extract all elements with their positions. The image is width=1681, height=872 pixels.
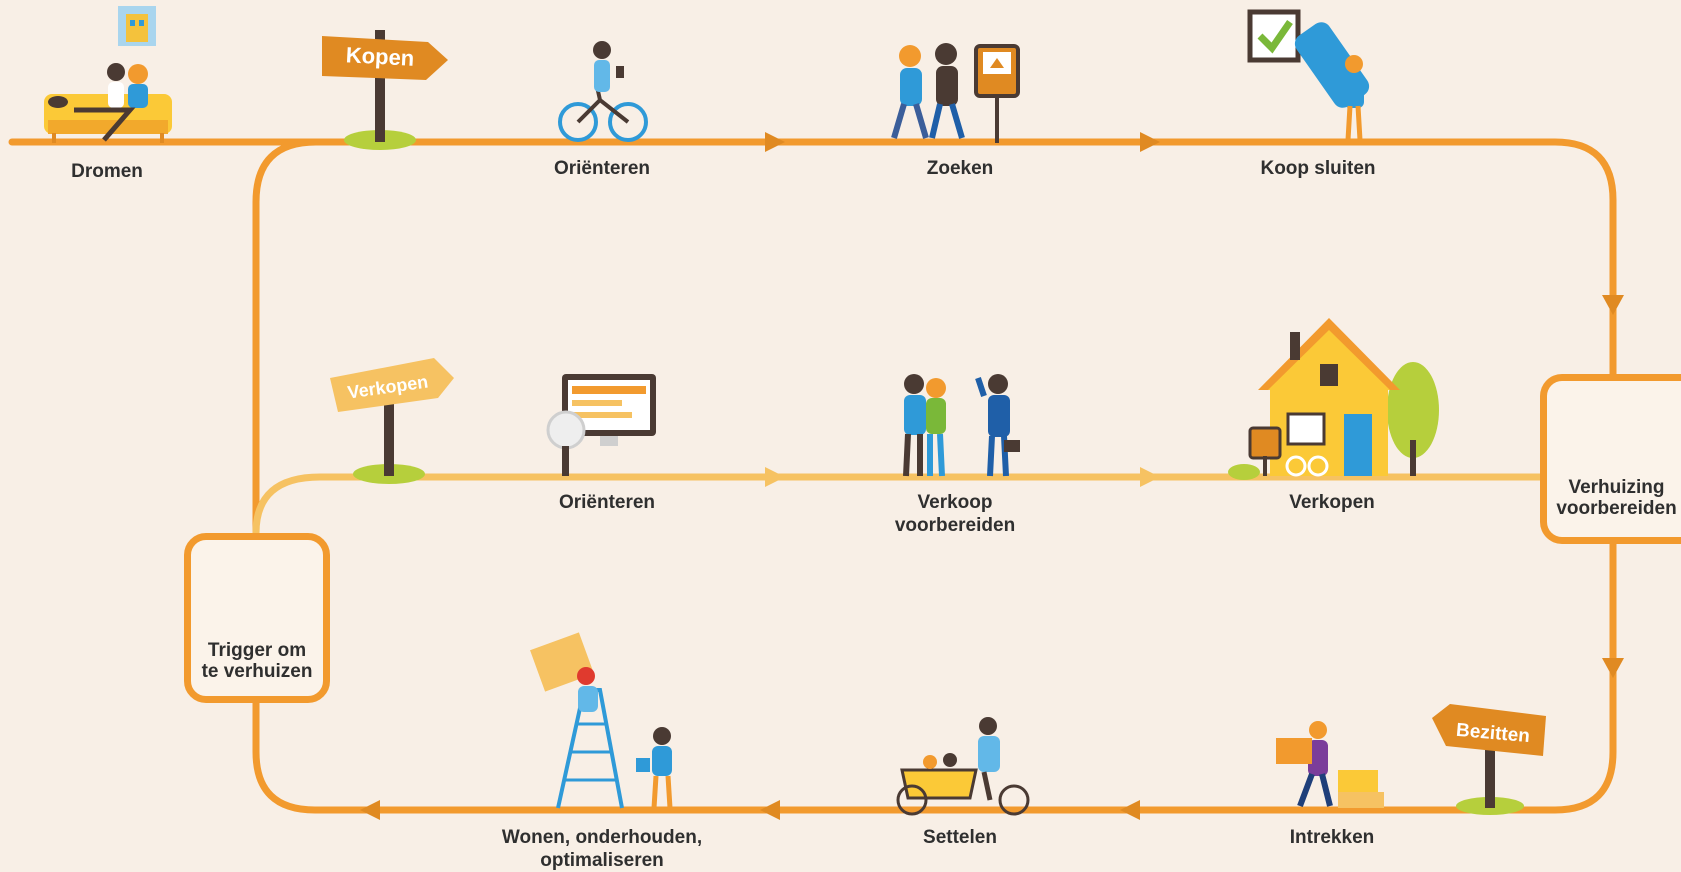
step-orienteren-buy: Oriënteren [553,158,651,179]
arrow-mid-1 [765,467,785,487]
checkbox-marker-icon [1247,9,1370,141]
trigger-label-1: Trigger om [207,640,307,661]
painter-on-ladder-icon [530,632,673,809]
step-orienteren-sell: Oriënteren [558,492,656,513]
step-verkoop-voorbereiden-1: Verkoop [917,492,993,513]
arrow-bottom-1 [1120,800,1140,820]
sign-kopen-label: Kopen [345,42,415,71]
cargo-bike-family-icon [896,717,1030,816]
trigger-label-2: te verhuizen [201,661,313,682]
arrow-top-2 [1140,132,1160,152]
step-intrekken: Intrekken [1289,827,1375,848]
house-sign-icon [974,44,1020,143]
arrow-right-1 [1602,295,1624,315]
step-verkopen: Verkopen [1289,492,1375,513]
monitor-magnifier-icon [546,374,656,476]
trigger-box: Trigger om te verhuizen [184,533,330,703]
man-carrying-boxes-icon [1276,721,1384,808]
sell-path [252,473,1544,537]
arrow-bottom-2 [760,800,780,820]
step-wonen-1: Wonen, onderhouden, [501,827,703,848]
arrow-heads [360,132,1624,820]
woman-on-bicycle-icon [558,41,648,142]
buy-path [8,138,1617,382]
couple-walking-icon [891,43,965,139]
arrow-right-2 [1602,658,1624,678]
step-verkoop-voorbereiden-2: voorbereiden [894,515,1016,536]
step-zoeken: Zoeken [926,158,994,179]
prepare-move-label-1: Verhuizing [1568,477,1665,498]
house-with-tree-icon [1228,318,1439,480]
sign-verkopen: Verkopen [330,358,454,484]
sign-bezitten: Bezitten [1432,704,1546,815]
right-down-path [252,536,1617,814]
prepare-move-box: Verhuizing voorbereiden [1540,374,1681,544]
couple-and-agent-icon [903,374,1020,477]
step-wonen-2: optimaliseren [540,850,664,871]
prepare-move-label-2: voorbereiden [1556,498,1677,519]
step-settelen: Settelen [923,827,997,848]
couple-on-sofa-icon [44,6,172,143]
arrow-top-1 [765,132,785,152]
left-loop-path [252,138,320,537]
step-koop-sluiten: Koop sluiten [1260,158,1376,179]
arrow-mid-2 [1140,467,1160,487]
arrow-bottom-3 [360,800,380,820]
step-dromen: Dromen [71,161,143,182]
sign-kopen: Kopen [322,30,448,150]
flow-paths [8,138,1617,814]
